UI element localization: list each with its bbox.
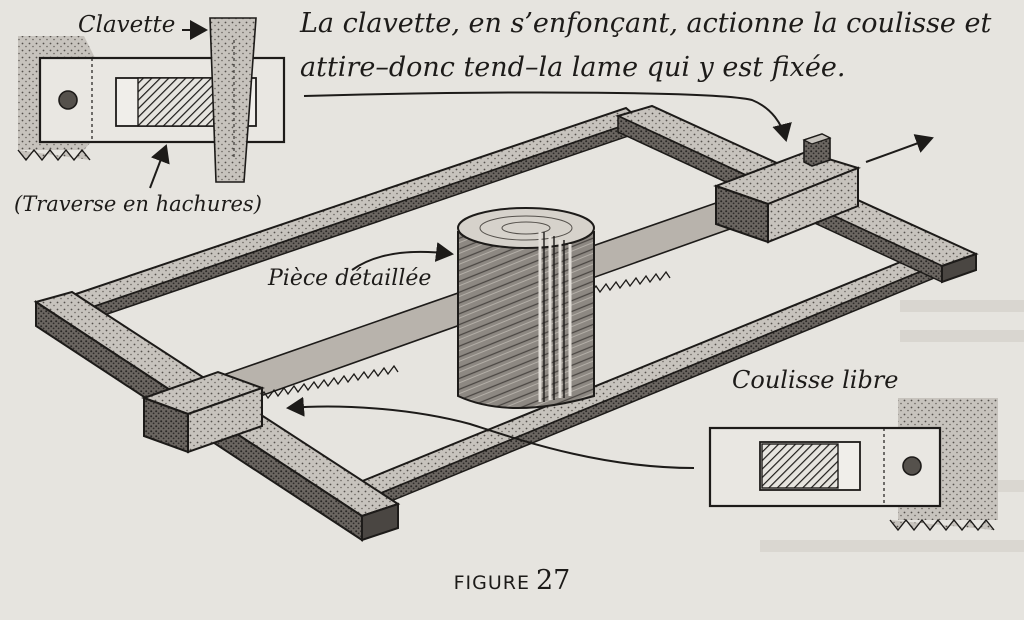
caption-line-1: La clavette, en s’enfonçant, actionne la… <box>300 8 992 39</box>
leader-lines <box>149 20 934 469</box>
figure-title: FIGURE 27 <box>0 565 1024 596</box>
label-piece-detaillee: Pièce détaillée <box>268 266 432 291</box>
inset-clavette-detail <box>17 17 286 183</box>
inset-coulisse-libre <box>708 398 998 532</box>
slider-block-right <box>713 133 862 244</box>
arrow-tension <box>865 134 934 163</box>
label-coulisse-libre: Coulisse libre <box>732 366 899 394</box>
arrow-traverse <box>149 144 170 189</box>
caption-underline <box>303 91 792 142</box>
label-clavette: Clavette <box>78 12 176 38</box>
label-traverse: (Traverse en hachures) <box>14 192 262 216</box>
figure-number: 27 <box>536 565 571 596</box>
caption-line-2: attire–donc tend–la lame qui y est fixée… <box>300 52 846 83</box>
arrow-coulisse <box>286 396 695 469</box>
slider-block-left <box>141 370 265 454</box>
figure-word: FIGURE <box>453 572 530 594</box>
arrow-piece <box>351 242 454 271</box>
workpiece-log <box>457 207 595 409</box>
